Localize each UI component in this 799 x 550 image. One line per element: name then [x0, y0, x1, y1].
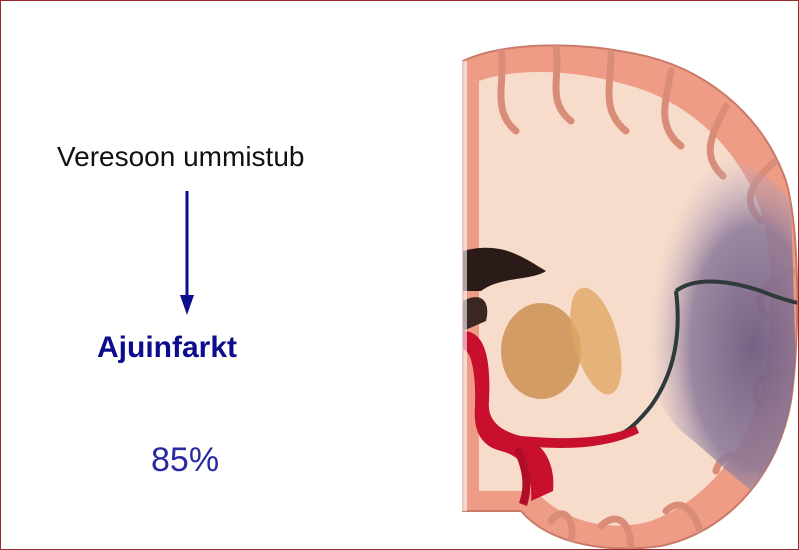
- result-text: Ajuinfarkt: [97, 331, 237, 365]
- percentage-text: 85%: [151, 441, 219, 480]
- brain-coronal-section-icon: [461, 41, 799, 550]
- down-arrow-icon: [177, 191, 197, 317]
- cause-text: Veresoon ummistub: [57, 141, 304, 173]
